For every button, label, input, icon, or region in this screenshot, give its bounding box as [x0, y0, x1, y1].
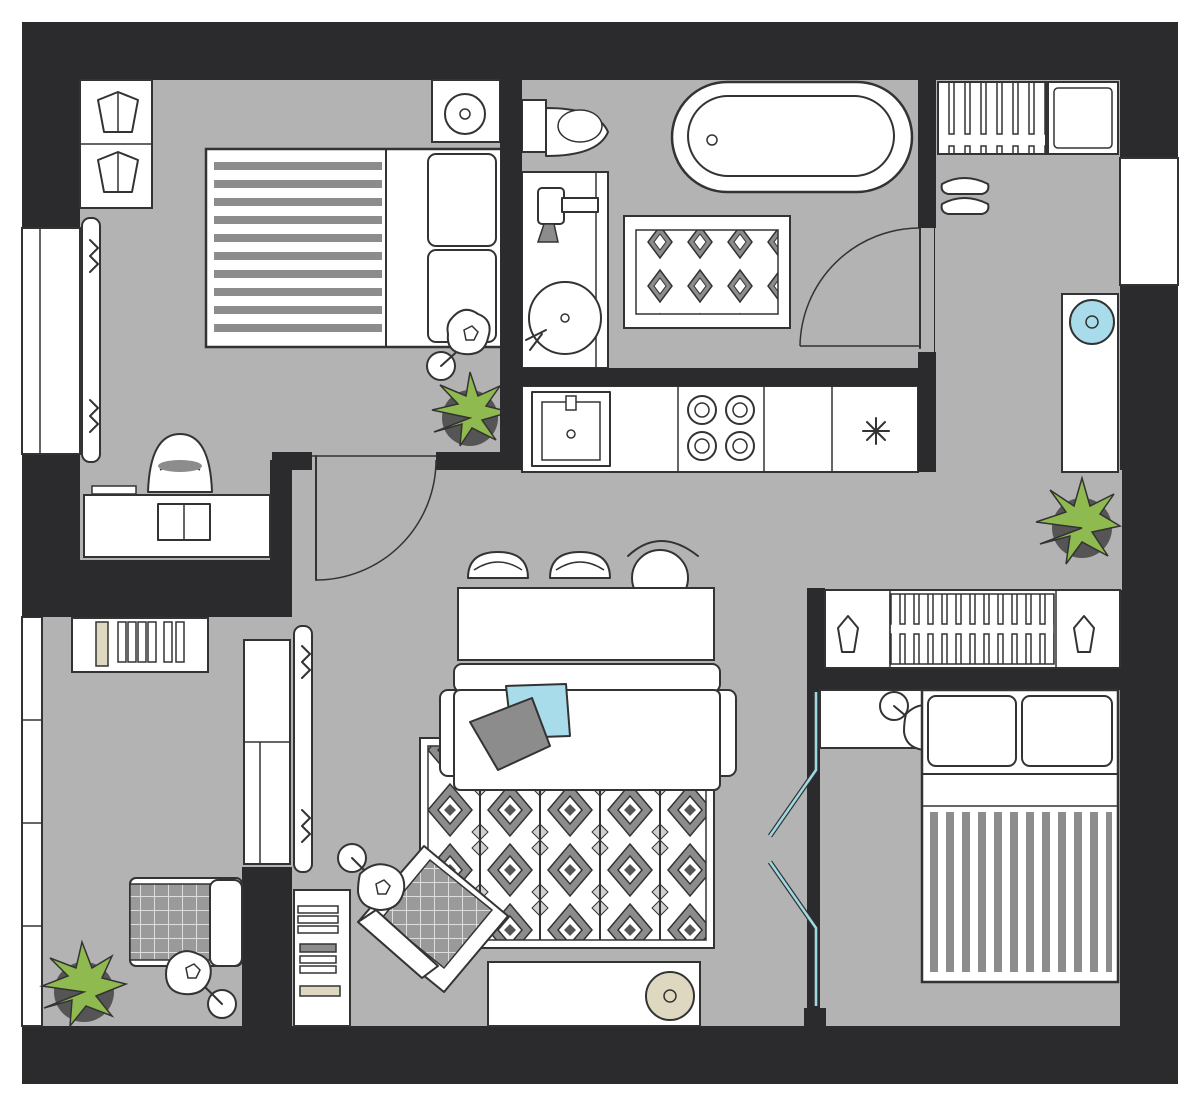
wall-study-top	[22, 560, 292, 617]
bed-stripes	[214, 162, 382, 332]
plant-icon	[1035, 475, 1123, 565]
hall-cabinet	[1061, 293, 1119, 473]
floor-living	[292, 470, 1122, 590]
bookshelf-icon	[293, 889, 351, 1027]
armchair-icon	[129, 877, 243, 967]
toilet-icon	[521, 99, 609, 157]
bath-rug-icon	[623, 215, 791, 329]
wall-bedroom2-bottom	[804, 1008, 826, 1028]
wall-study-closet	[242, 867, 292, 1027]
floor-lamp-icon	[426, 308, 491, 381]
radiator-icon	[81, 217, 101, 463]
slippers-icon	[940, 177, 990, 215]
kitchen-sink-icon	[531, 391, 611, 467]
fan-icon	[862, 417, 890, 445]
window-left-bottom	[21, 616, 43, 1027]
floor-lamp-icon	[337, 843, 406, 911]
nightstand-icon	[431, 79, 501, 143]
bathtub-icon	[670, 80, 914, 194]
hair-dryer-icon	[536, 187, 599, 243]
wall-bath-kitchen	[522, 368, 936, 386]
wall-bedroom-bath	[500, 80, 522, 470]
dining-table-icon	[457, 587, 715, 661]
wardrobe-icon	[79, 79, 153, 209]
plant-icon	[431, 371, 513, 447]
floor-lamp-icon	[165, 950, 237, 1019]
radiator-icon	[293, 625, 313, 873]
chair-icon	[147, 433, 213, 493]
door-icon	[767, 692, 819, 1006]
wardrobe-icon	[824, 589, 1121, 669]
bed-stripes	[930, 812, 1112, 972]
door-icon	[799, 227, 934, 352]
closet-strip	[243, 639, 291, 865]
tv-console	[487, 961, 701, 1027]
plant-icon	[39, 939, 129, 1029]
bed-icon	[920, 688, 1120, 984]
wall-kitchen-hall	[918, 352, 936, 472]
washer-icon	[1047, 81, 1119, 155]
desk-icon	[83, 485, 271, 558]
window-left-top	[21, 227, 81, 455]
stove-icon	[687, 395, 755, 461]
wall-bath-hall	[918, 80, 936, 228]
wall-bedroom2-top	[807, 588, 825, 688]
sink-icon	[525, 281, 602, 355]
wall-bedroom2-lintel	[807, 670, 1120, 690]
sofa-icon	[439, 663, 737, 791]
shoe-rack-icon	[937, 81, 1047, 155]
door-icon	[312, 452, 437, 581]
bookshelf-icon	[71, 617, 209, 673]
window-right	[1119, 157, 1179, 286]
